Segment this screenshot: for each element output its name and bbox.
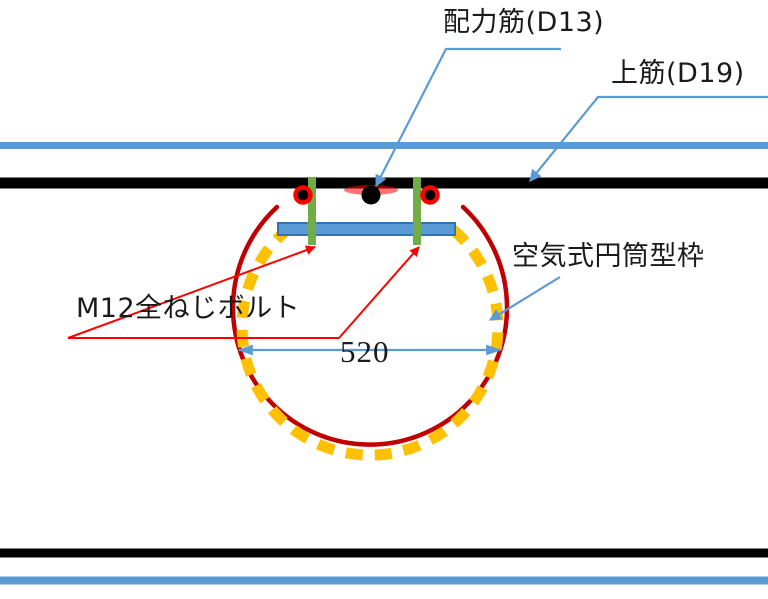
slab-lines [0,142,768,585]
formwork-outer-red-arc [230,204,510,447]
label-bolt: M12全ねじボルト [76,293,301,324]
label-distribution-bar: 配力筋(D13) [443,7,605,38]
bolt-right [413,177,421,245]
leader-lines-red [67,245,420,339]
leader-bolt-to-left-bolt [67,245,316,339]
bolt-left [308,177,316,245]
leader-bolt-to-right-bolt [338,246,420,339]
label-formwork: 空気式円筒型枠 [512,241,705,272]
label-top-bar: 上筋(D19) [611,58,745,89]
rebar-sections [293,185,440,205]
bolt-group [308,177,421,245]
rebar-dot-right [420,185,440,205]
leader-lines-blue [375,47,768,321]
label-dimension-520: 520 [340,334,390,369]
distribution-bar-dot [361,185,381,205]
rebar-dot-left [293,185,313,205]
leader-top-bar [529,95,768,182]
formwork-group [230,204,510,461]
leader-formwork [488,276,561,321]
bearing-plate [277,222,456,236]
leader-distribution-bar [375,47,561,188]
bearing-plate-group [277,222,456,236]
